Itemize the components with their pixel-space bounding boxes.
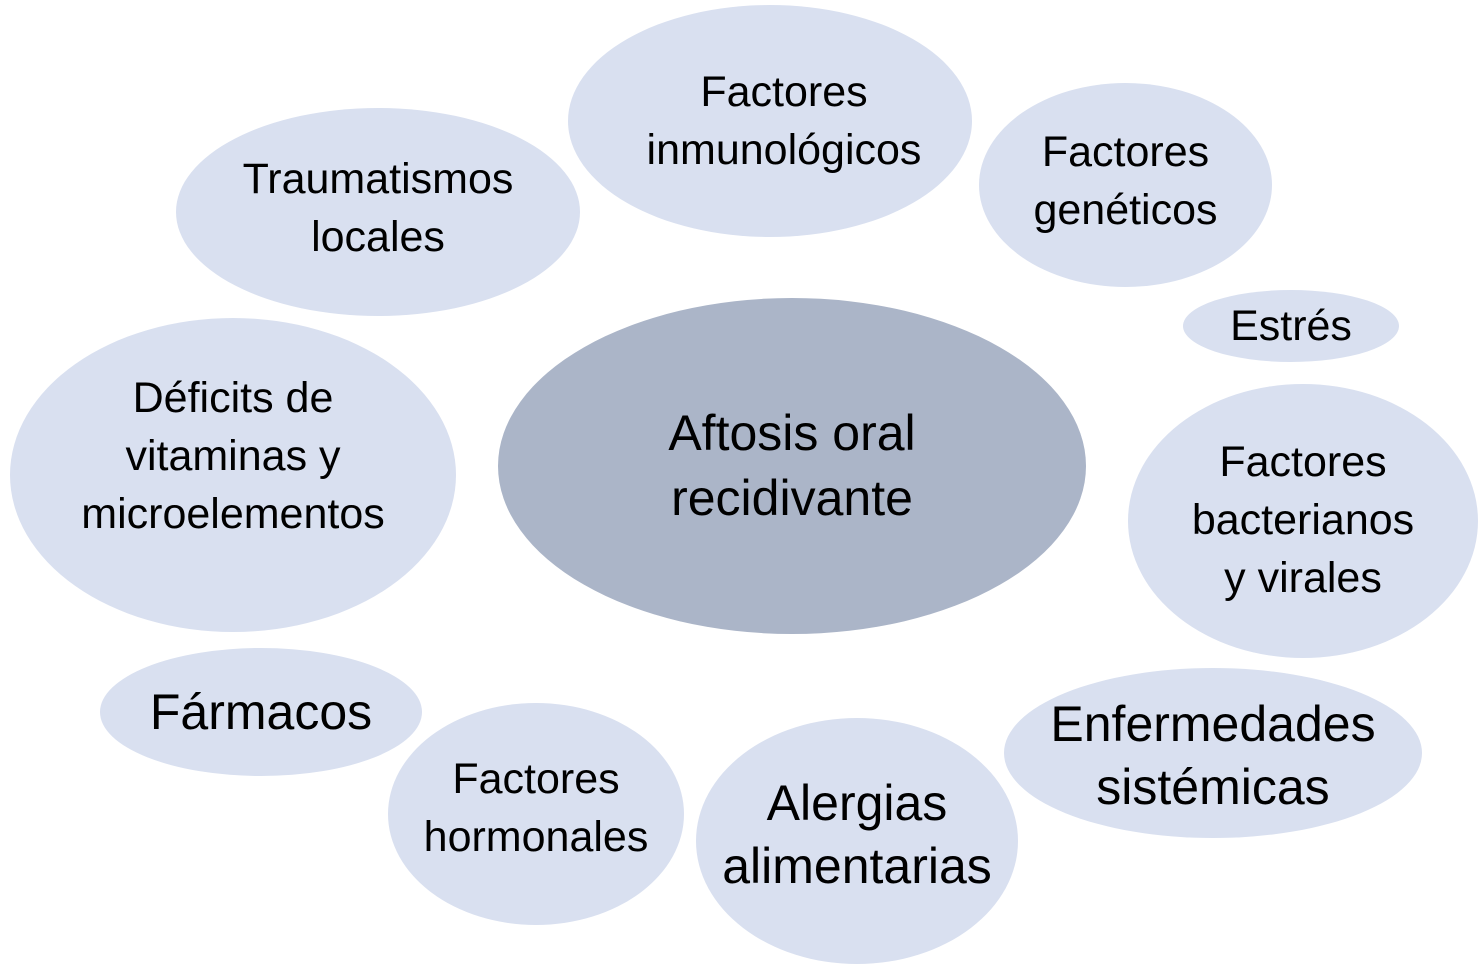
factor-bubble-deficits-vitaminas: Déficits de vitaminas y microelementos [10, 318, 456, 632]
factor-label-alergias-alimentarias: Alergias alimentarias [722, 775, 992, 894]
center-node-label: Aftosis oral recidivante [668, 405, 916, 526]
factor-bubble-bacterianos-virales: Factores bacterianos y virales [1128, 384, 1478, 658]
factor-bubble-hormonales: Factores hormonales [388, 703, 684, 925]
factor-label-hormonales: Factores hormonales [423, 754, 649, 861]
factor-label-inmunologicos: Factores inmunológicos [646, 67, 922, 174]
factor-label-traumatismos-locales: Traumatismos locales [242, 154, 514, 261]
factor-label-geneticos: Factores genéticos [1033, 127, 1218, 234]
factor-bubble-alergias-alimentarias: Alergias alimentarias [696, 718, 1018, 964]
factor-label-farmacos: Fármacos [149, 683, 373, 740]
factor-bubble-traumatismos-locales: Traumatismos locales [176, 108, 580, 316]
factor-bubble-geneticos: Factores genéticos [979, 83, 1272, 287]
factor-label-estres: Estrés [1230, 301, 1352, 350]
factor-label-enfermedades-sistemicas: Enfermedades sistémicas [1050, 696, 1376, 815]
factor-bubble-enfermedades-sistemicas: Enfermedades sistémicas [1004, 668, 1422, 838]
factor-label-bacterianos-virales: Factores bacterianos y virales [1191, 437, 1415, 603]
factor-label-deficits-vitaminas: Déficits de vitaminas y microelementos [81, 373, 385, 539]
center-node-aftosis-oral-recidivante: Aftosis oral recidivante [498, 298, 1086, 634]
factor-bubble-estres: Estrés [1183, 290, 1399, 362]
factor-bubble-inmunologicos: Factores inmunológicos [568, 5, 972, 237]
factor-bubble-farmacos: Fármacos [100, 648, 422, 776]
